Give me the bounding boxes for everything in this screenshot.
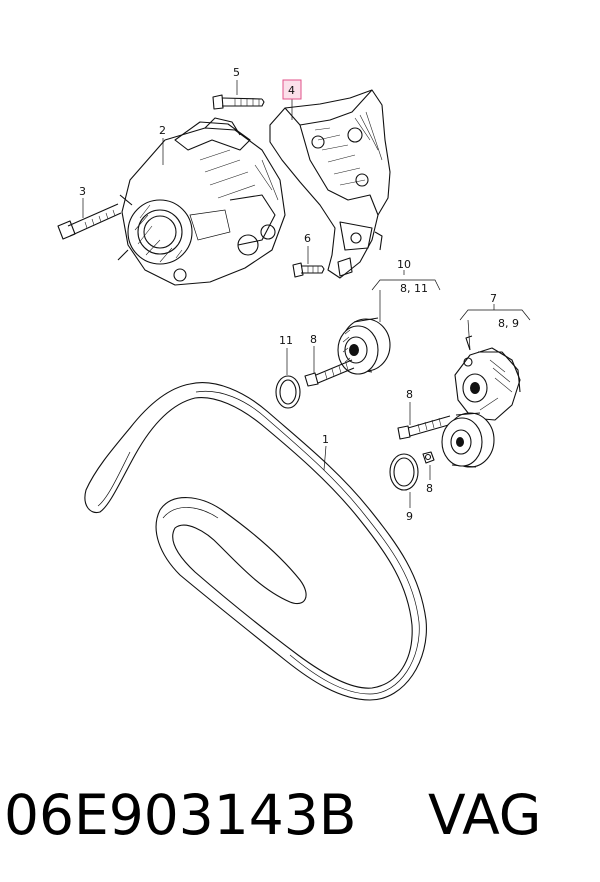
alternator[interactable] (117, 117, 286, 286)
leader-lines (82, 80, 531, 508)
brand-name: VAG (428, 783, 542, 847)
exploded-parts-diagram: 5 4 2 3 6 10 8, 11 7 8, 9 11 8 8 1 8 9 (57, 66, 531, 701)
label-part-10: 10 (397, 258, 411, 271)
label-part-7-subparts: 8, 9 (498, 317, 519, 330)
highlight-box-part-4: 4 (282, 79, 302, 100)
bolt-part-5[interactable] (212, 94, 265, 110)
bolt-part-8-upper[interactable] (304, 359, 355, 387)
washer-part-11[interactable] (275, 375, 301, 409)
label-part-4: 4 (288, 84, 295, 97)
label-part-3: 3 (79, 185, 86, 198)
label-part-6: 6 (304, 232, 311, 245)
label-part-8-middle: 8 (406, 388, 413, 401)
label-part-1: 1 (322, 433, 329, 446)
idler-pulley-part-10[interactable] (337, 317, 391, 375)
label-part-2: 2 (159, 124, 166, 137)
label-part-5: 5 (233, 66, 240, 79)
washer-part-9[interactable] (389, 453, 419, 491)
tensioner-pulley[interactable] (441, 412, 495, 468)
label-part-8-lower: 8 (426, 482, 433, 495)
bolt-part-3[interactable] (57, 203, 122, 240)
bracket-part-4[interactable] (269, 89, 391, 279)
label-part-9: 9 (406, 510, 413, 523)
v-belt-part-1[interactable] (84, 382, 427, 701)
label-part-8-upper: 8 (310, 333, 317, 346)
bolt-part-8-middle[interactable] (397, 415, 453, 440)
label-part-7: 7 (490, 292, 497, 305)
bolt-part-6[interactable] (292, 262, 325, 278)
label-part-11: 11 (279, 334, 293, 347)
part-number: 06E903143B (4, 783, 357, 847)
nut-part-8-lower[interactable] (422, 451, 435, 464)
label-part-10-subparts: 8, 11 (400, 282, 428, 295)
belt-tensioner-part-7[interactable] (454, 335, 521, 421)
caption: 06E903143B VAG (0, 770, 600, 860)
